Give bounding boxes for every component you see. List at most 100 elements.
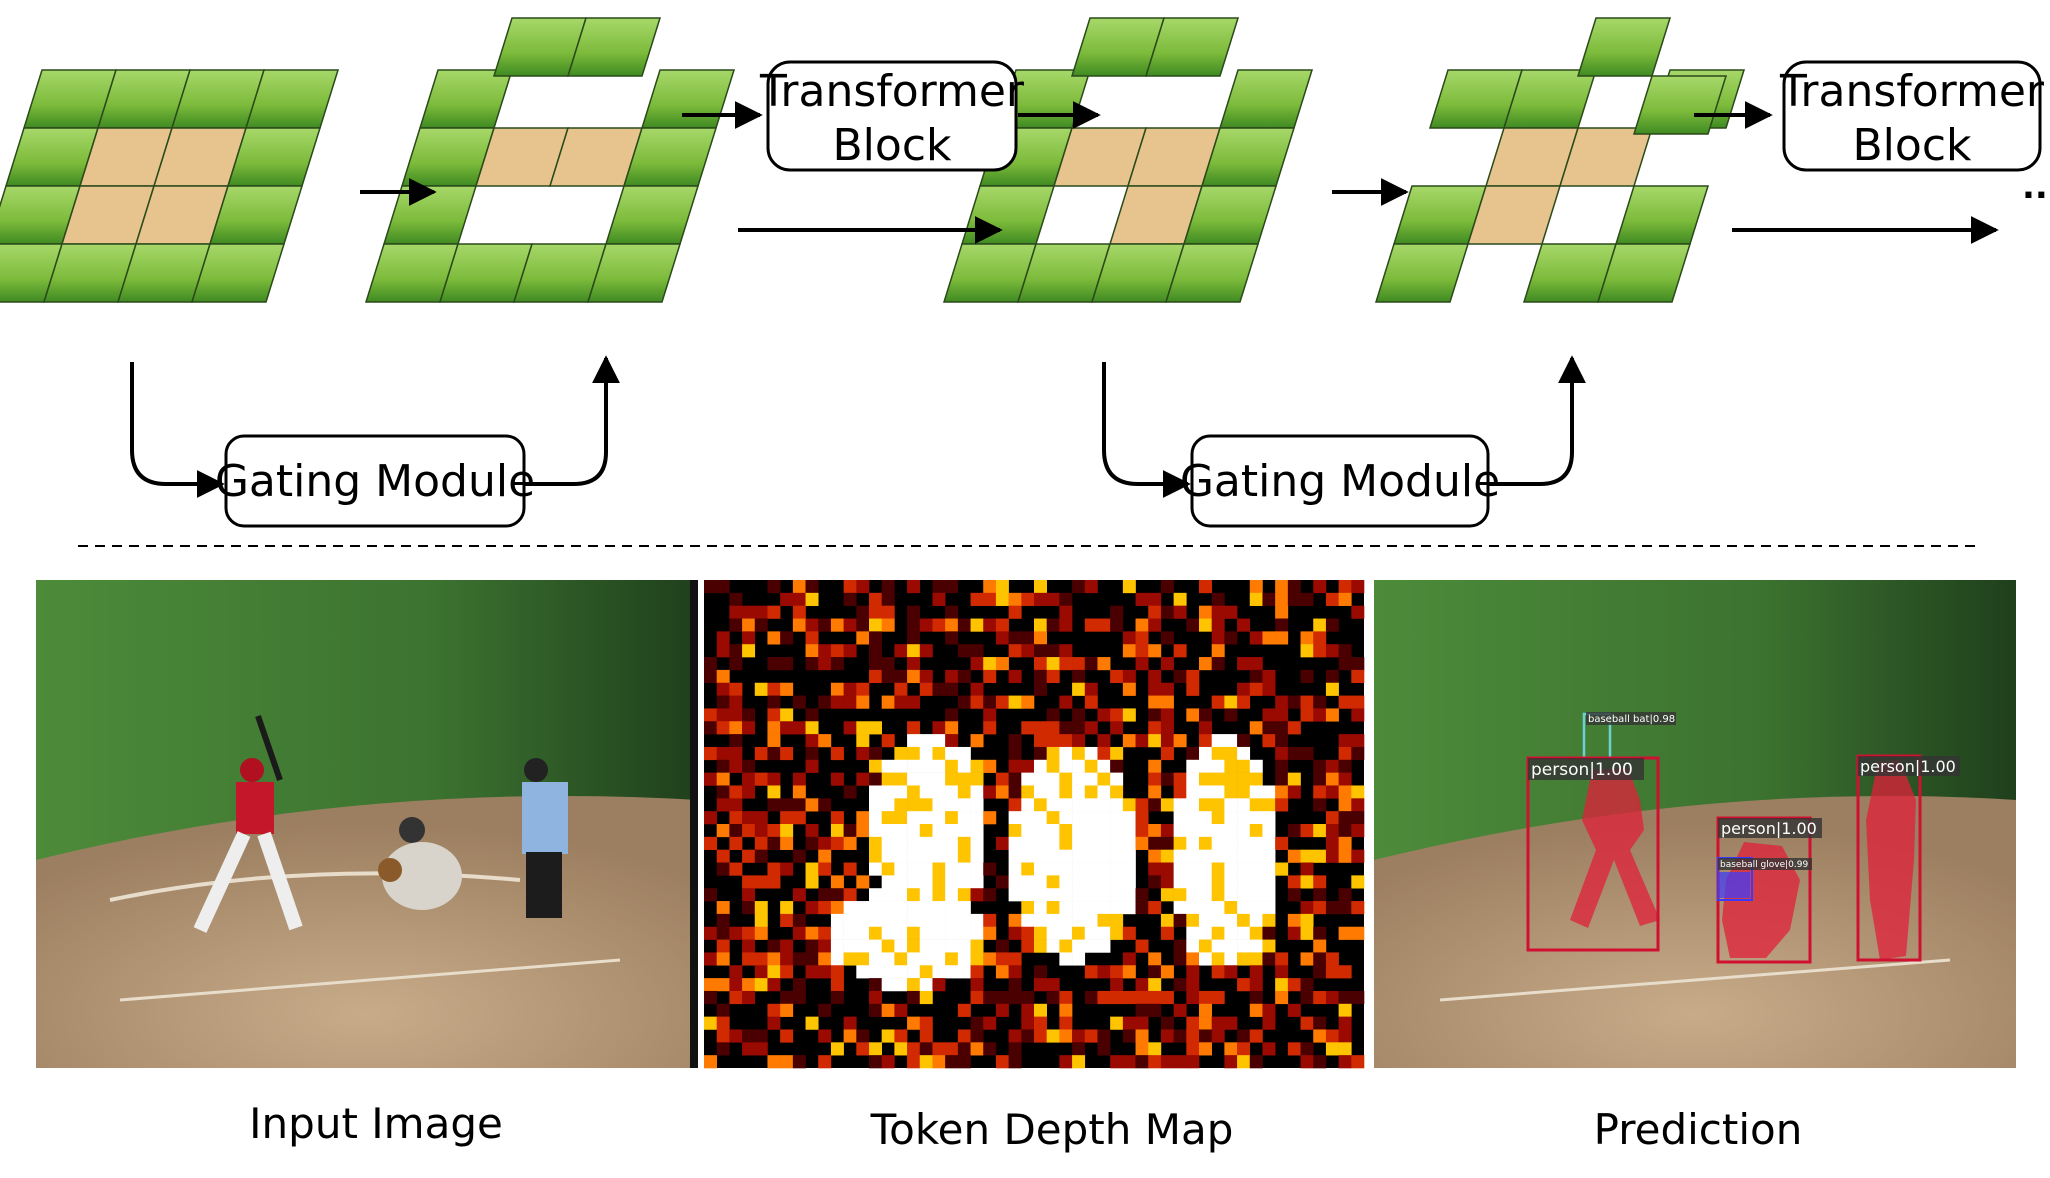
depth-cell — [1313, 990, 1327, 1005]
depth-cell — [1021, 644, 1035, 658]
depth-cell — [881, 952, 895, 966]
depth-cell — [1186, 746, 1200, 761]
depth-cell — [792, 618, 806, 632]
depth-cell — [869, 746, 882, 761]
depth-cell — [1122, 644, 1136, 658]
depth-cell — [742, 1029, 756, 1043]
depth-cell — [1313, 926, 1327, 940]
depth-cell — [881, 875, 895, 889]
depth-cell — [704, 708, 717, 722]
depth-cell — [1262, 785, 1276, 799]
depth-cell — [970, 888, 984, 902]
depth-cell — [780, 824, 794, 838]
depth-cell — [1110, 978, 1124, 992]
depth-cell — [1275, 978, 1289, 992]
depth-cell — [1148, 644, 1162, 658]
depth-cell — [742, 605, 756, 619]
depth-cell — [1249, 836, 1263, 850]
depth-cell — [856, 824, 870, 838]
depth-cell — [894, 875, 908, 889]
image-patch — [960, 185, 1056, 245]
depth-cell — [1097, 824, 1111, 838]
depth-cell — [1148, 682, 1162, 696]
depth-cell — [957, 875, 971, 889]
depth-cell — [957, 862, 971, 876]
depth-cell — [995, 695, 1009, 709]
depth-cell — [1122, 811, 1136, 825]
depth-cell — [1148, 785, 1162, 799]
depth-cell — [907, 695, 921, 709]
depth-cell — [1199, 1016, 1212, 1030]
depth-cell — [1160, 1016, 1174, 1030]
depth-cell — [1338, 644, 1352, 658]
depth-cell — [945, 746, 959, 761]
depth-cell — [881, 836, 895, 850]
depth-cell — [1173, 644, 1187, 658]
depth-cell — [830, 657, 844, 671]
depth-cell — [704, 580, 717, 594]
depth-cell — [907, 875, 921, 889]
depth-cell — [1097, 849, 1111, 863]
depth-cell — [1173, 772, 1187, 786]
depth-cell — [970, 798, 984, 812]
depth-cell — [843, 836, 857, 850]
depth-cell — [1173, 734, 1187, 748]
depth-cell — [716, 669, 730, 684]
depth-cell — [792, 798, 806, 812]
depth-cell — [919, 965, 933, 979]
depth-cell — [1084, 926, 1098, 940]
depth-cell — [1084, 618, 1098, 632]
depth-cell — [1300, 644, 1314, 658]
depth-cell — [957, 836, 971, 850]
depth-cell — [1097, 901, 1111, 915]
depth-cell — [754, 772, 768, 786]
depth-cell — [1046, 836, 1060, 850]
depth-cell — [1148, 708, 1162, 722]
depth-cell — [1034, 746, 1047, 761]
depth-cell — [945, 849, 959, 863]
depth-cell — [742, 875, 756, 889]
depth-cell — [932, 862, 946, 876]
depth-cell — [1135, 836, 1149, 850]
depth-cell — [1072, 862, 1086, 876]
depth-cell — [742, 901, 756, 915]
depth-cell — [792, 990, 806, 1005]
depth-cell — [970, 734, 984, 748]
depth-cell — [1135, 1016, 1149, 1030]
depth-cell — [1072, 849, 1086, 863]
depth-cell — [716, 644, 730, 658]
depth-cell — [704, 746, 717, 761]
depth-cell — [1224, 836, 1238, 850]
depth-cell — [1313, 618, 1327, 632]
depth-cell — [754, 618, 768, 632]
depth-cell — [1135, 888, 1149, 902]
depth-cell — [932, 952, 946, 966]
depth-cell — [1097, 939, 1111, 953]
depth-cell — [1148, 669, 1162, 684]
depth-cell — [869, 862, 882, 876]
depth-cell — [919, 939, 933, 953]
depth-cell — [1034, 1029, 1047, 1043]
depth-cell — [919, 746, 933, 761]
depth-cell — [1313, 759, 1327, 773]
depth-cell — [742, 721, 756, 735]
depth-cell — [869, 644, 882, 658]
depth-cell — [1325, 644, 1339, 658]
depth-cell — [1059, 605, 1073, 619]
depth-cell — [1072, 682, 1086, 696]
depth-cell — [1224, 811, 1238, 825]
depth-cell — [1059, 901, 1073, 915]
patch-grid-stage-3 — [1374, 17, 1746, 303]
depth-cell — [1300, 631, 1314, 645]
depth-cell — [1160, 913, 1174, 928]
depth-cell — [1021, 939, 1035, 953]
depth-cell — [805, 1016, 819, 1030]
depth-cell — [1262, 721, 1276, 735]
depth-cell — [1160, 862, 1174, 876]
depth-cell — [1338, 888, 1352, 902]
depth-cell — [856, 952, 870, 966]
depth-cell — [1325, 1042, 1339, 1056]
image-patch — [1576, 17, 1672, 77]
depth-cell — [1097, 888, 1111, 902]
depth-cell — [881, 824, 895, 838]
